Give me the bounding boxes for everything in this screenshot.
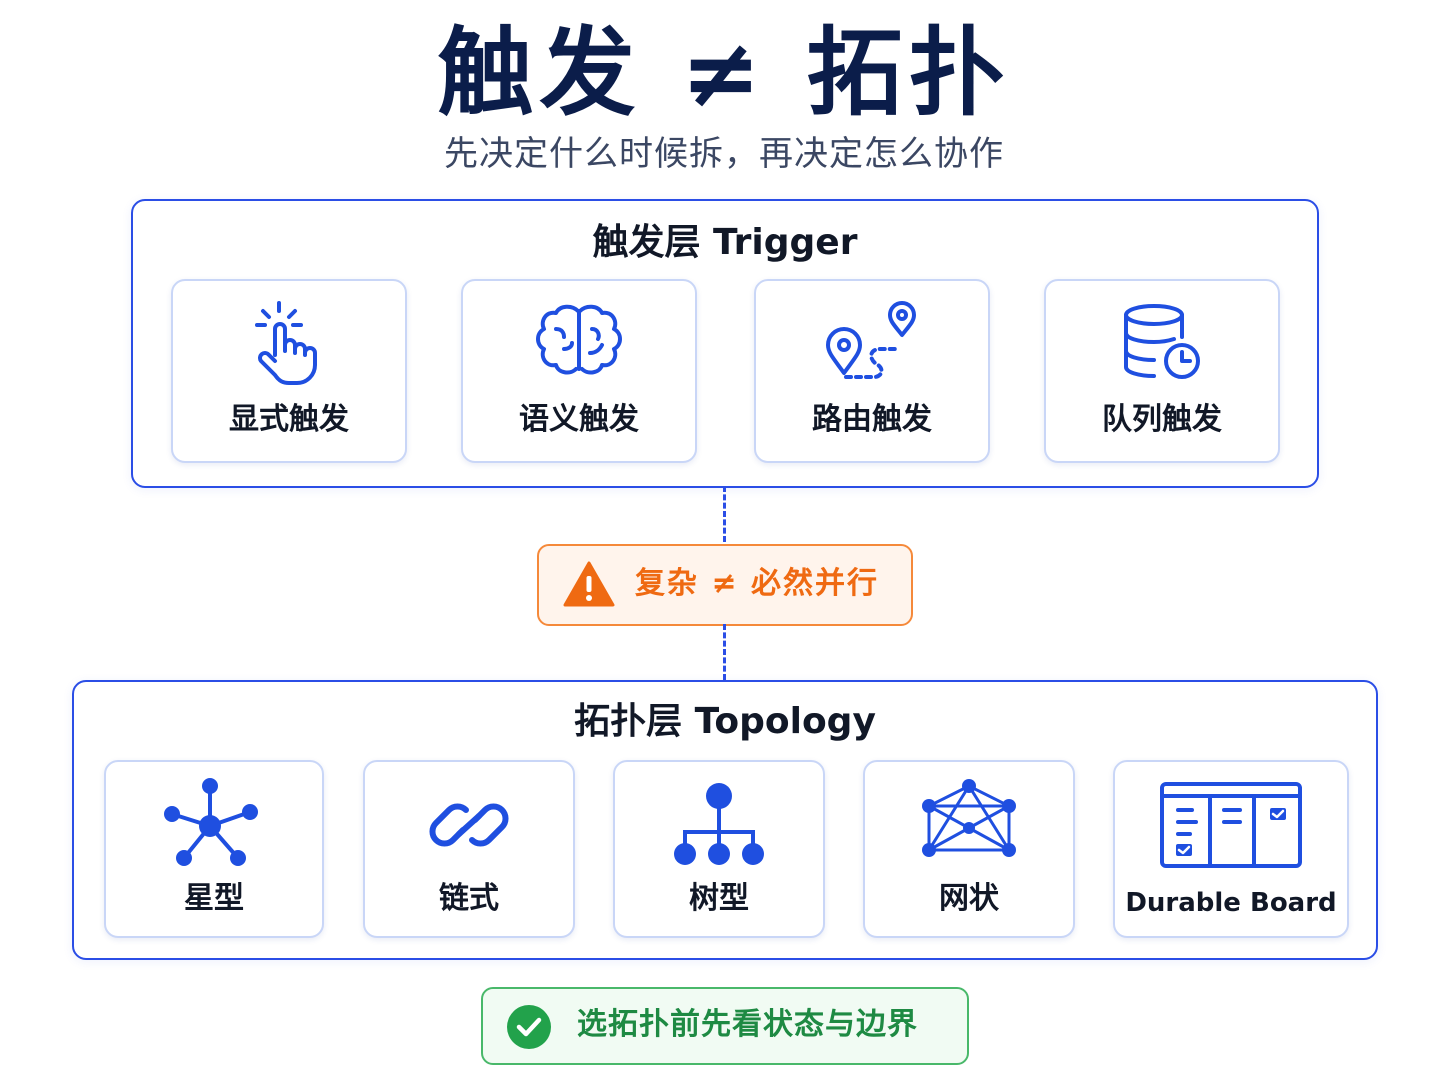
tree-icon [674,783,764,865]
trigger-layer-panel: 触发层 Trigger 显式触发 语义触发 路由触发 [131,199,1319,488]
topology-card-tree[interactable]: 树型 [613,760,825,938]
warning-icon [563,561,615,607]
topology-layer-title: 拓扑层 Topology [574,701,876,742]
topology-card-label: 链式 [439,881,499,916]
trigger-card-semantic[interactable]: 语义触发 [461,279,697,463]
connector-line-top [723,486,726,542]
topology-card-star[interactable]: 星型 [104,760,324,938]
trigger-card-queue[interactable]: 队列触发 [1044,279,1280,463]
page-title: 触发 ≠ 拓扑 [437,17,1011,129]
trigger-card-explicit[interactable]: 显式触发 [171,279,407,463]
tap-icon [255,301,317,385]
route-icon [826,301,916,379]
connector-line-bottom [723,624,726,680]
page-subtitle: 先决定什么时候拆，再决定怎么协作 [444,134,1004,174]
trigger-card-label: 队列触发 [1102,402,1222,437]
brain-icon [536,304,622,375]
trigger-card-label: 显式触发 [229,402,349,437]
topology-card-label: 星型 [184,881,244,916]
check-circle-icon [507,1005,551,1049]
topology-card-label: 网状 [939,881,999,916]
topology-card-chain[interactable]: 链式 [363,760,575,938]
trigger-card-label: 语义触发 [519,402,639,437]
trigger-card-routing[interactable]: 路由触发 [754,279,990,463]
warning-badge: 复杂 ≠ 必然并行 [537,544,913,626]
database-clock-icon [1124,304,1200,379]
chain-link-icon [429,803,509,847]
star-network-icon [164,778,258,866]
footer-text: 选拓扑前先看状态与边界 [577,1007,918,1042]
topology-card-mesh[interactable]: 网状 [863,760,1075,938]
board-icon [1160,782,1302,868]
topology-layer-panel: 拓扑层 Topology 星型 [72,680,1378,960]
topology-card-label: 树型 [689,881,749,916]
mesh-icon [922,779,1016,857]
topology-card-label: Durable Board [1125,888,1337,918]
warning-text: 复杂 ≠ 必然并行 [635,566,880,601]
footer-badge: 选拓扑前先看状态与边界 [481,987,969,1065]
trigger-layer-title: 触发层 Trigger [592,222,858,263]
trigger-card-label: 路由触发 [812,402,932,437]
topology-card-durable-board[interactable]: Durable Board [1113,760,1349,938]
